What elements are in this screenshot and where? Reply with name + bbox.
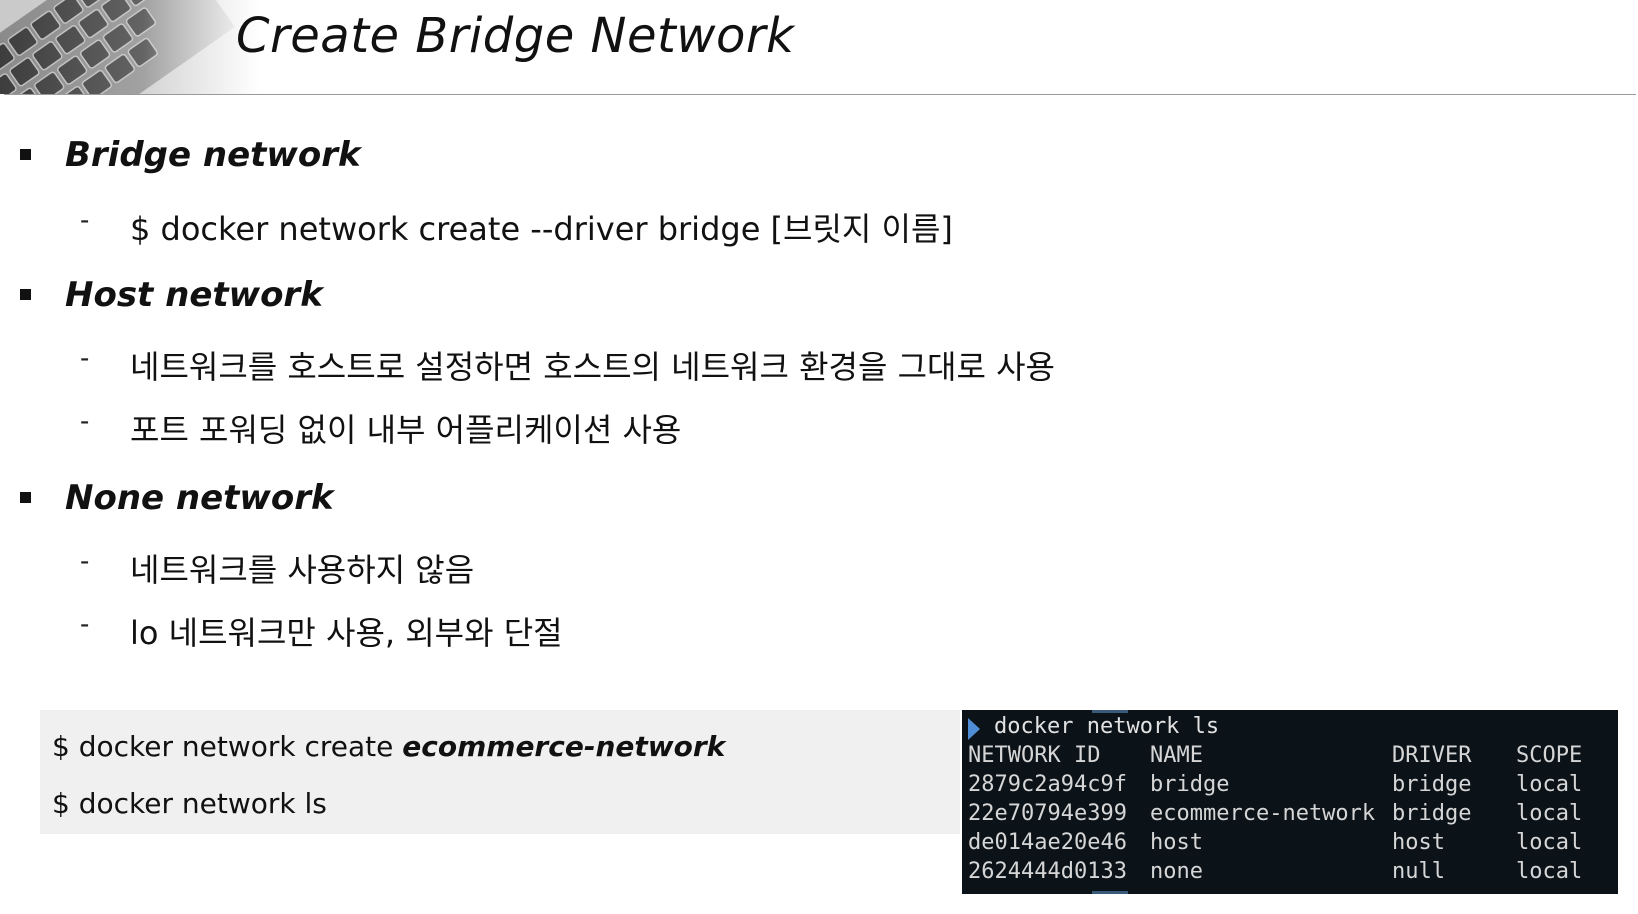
cell-network-id: 22e70794e399 xyxy=(968,801,1127,826)
list-item-text: lo 네트워크만 사용, 외부와 단절 xyxy=(130,614,563,652)
header-network-id: NETWORK ID xyxy=(968,743,1101,768)
header-divider xyxy=(4,94,1636,95)
table-row: 2879c2a94c9f bridge bridge local xyxy=(968,772,1608,801)
square-bullet-icon xyxy=(20,289,31,300)
dash-bullet-icon: - xyxy=(80,405,90,436)
cell-name: host xyxy=(1150,830,1203,855)
cell-scope: local xyxy=(1516,859,1583,884)
cell-scope: local xyxy=(1516,830,1583,855)
cell-driver: host xyxy=(1392,830,1445,855)
list-item-text: 네트워크를 호스트로 설정하면 호스트의 네트워크 환경을 그대로 사용 xyxy=(130,348,1055,386)
cell-driver: bridge xyxy=(1392,772,1472,797)
cell-network-id: 2879c2a94c9f xyxy=(968,772,1127,797)
table-row: de014ae20e46 host host local xyxy=(968,830,1608,859)
page-title: Create Bridge Network xyxy=(236,8,795,64)
dash-bullet-icon: - xyxy=(80,342,90,373)
terminal-accent xyxy=(1092,891,1128,894)
dash-bullet-icon: - xyxy=(80,545,90,576)
terminal-header-row: NETWORK ID NAME DRIVER SCOPE xyxy=(968,743,1608,772)
cell-name: none xyxy=(1150,859,1203,884)
cell-driver: bridge xyxy=(1392,801,1472,826)
dash-bullet-icon: - xyxy=(80,204,90,235)
terminal-output: docker network ls NETWORK ID NAME DRIVER… xyxy=(962,710,1618,894)
slide-header: Create Bridge Network xyxy=(0,0,1638,95)
header-driver: DRIVER xyxy=(1392,743,1472,768)
command-line-ls: $ docker network ls xyxy=(52,787,327,820)
command-line-create: $ docker network create ecommerce-networ… xyxy=(52,730,725,763)
command-box: $ docker network create ecommerce-networ… xyxy=(40,710,960,834)
terminal-prompt-command: docker network ls xyxy=(994,714,1220,739)
heading-text: None network xyxy=(65,478,334,518)
laptop-keyboard-icon xyxy=(0,0,260,94)
list-item-text: 네트워크를 사용하지 않음 xyxy=(130,551,475,589)
list-item-text: $ docker network create --driver bridge … xyxy=(130,210,953,248)
command-prefix: $ docker network create xyxy=(52,730,403,763)
dash-bullet-icon: - xyxy=(80,608,90,639)
heading-text: Host network xyxy=(65,275,323,315)
table-row: 22e70794e399 ecommerce-network bridge lo… xyxy=(968,801,1608,830)
heading-text: Bridge network xyxy=(65,135,361,175)
header-name: NAME xyxy=(1150,743,1203,768)
prompt-arrow-icon xyxy=(968,718,980,740)
table-row: 2624444d0133 none null local xyxy=(968,859,1608,888)
header-scope: SCOPE xyxy=(1516,743,1583,768)
cell-network-id: 2624444d0133 xyxy=(968,859,1127,884)
cell-driver: null xyxy=(1392,859,1445,884)
square-bullet-icon xyxy=(20,492,31,503)
cell-scope: local xyxy=(1516,801,1583,826)
cell-scope: local xyxy=(1516,772,1583,797)
list-item-text: 포트 포워딩 없이 내부 어플리케이션 사용 xyxy=(130,411,682,449)
cell-name: bridge xyxy=(1150,772,1230,797)
terminal-accent xyxy=(1092,710,1128,713)
cell-name: ecommerce-network xyxy=(1150,801,1376,826)
cell-network-id: de014ae20e46 xyxy=(968,830,1127,855)
network-name-emphasis: ecommerce-network xyxy=(402,730,726,763)
square-bullet-icon xyxy=(20,149,31,160)
